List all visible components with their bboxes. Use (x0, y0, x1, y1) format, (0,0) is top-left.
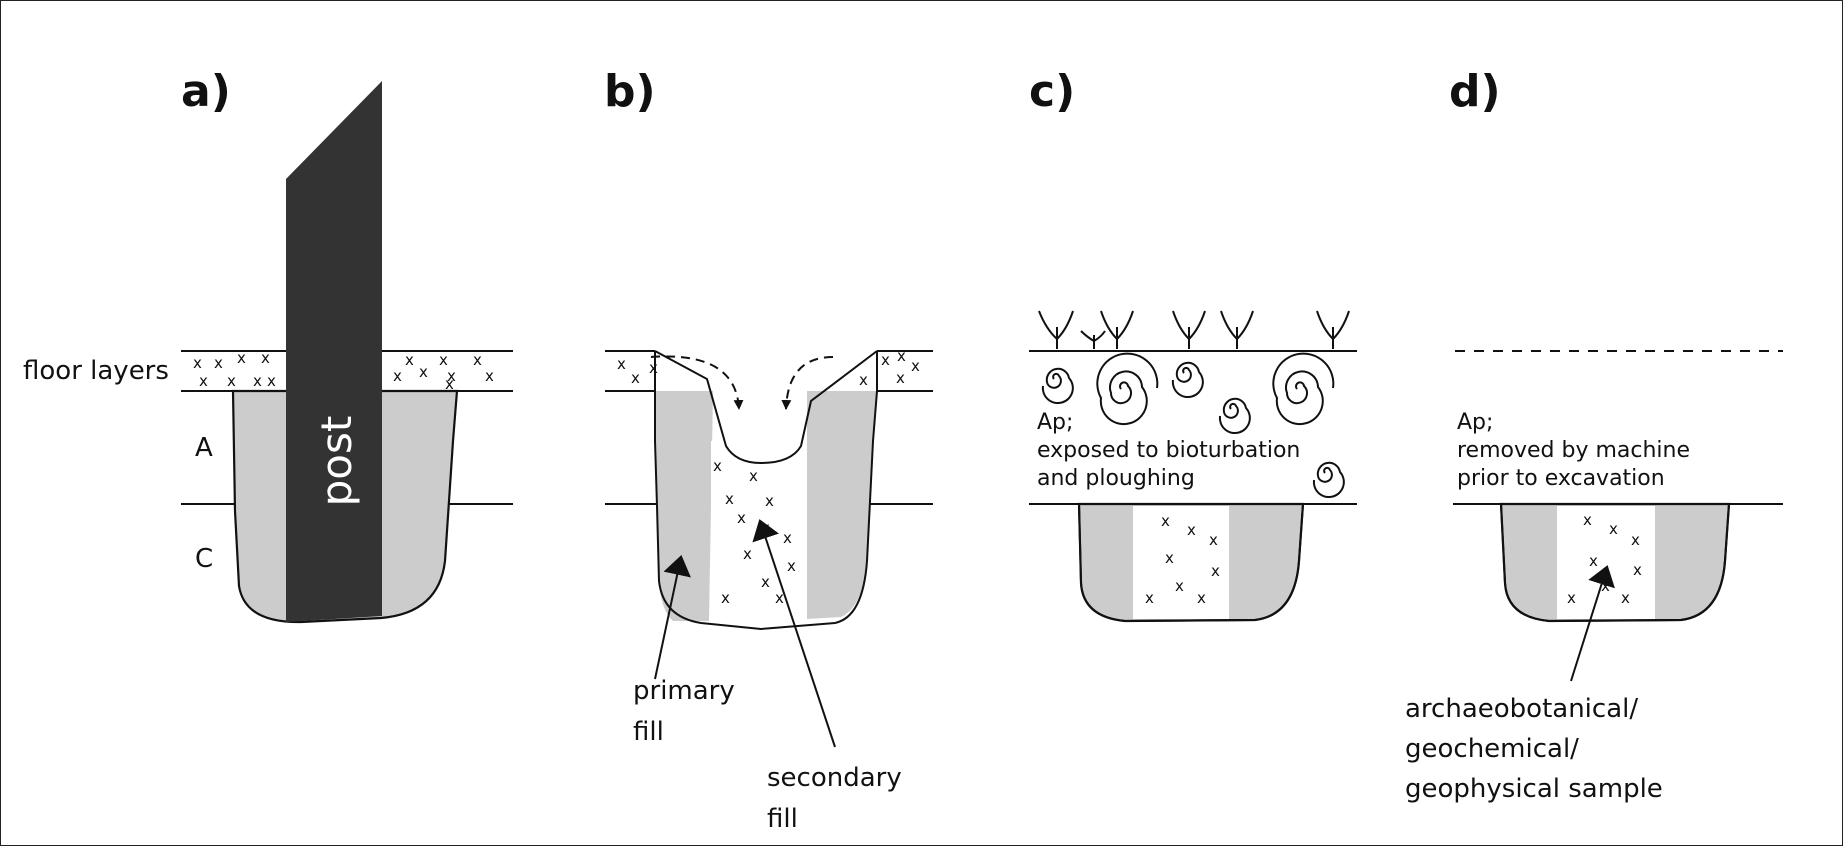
primary-fill-area-right (807, 391, 877, 619)
svg-text:x: x (405, 351, 414, 369)
svg-text:x: x (473, 351, 482, 369)
svg-text:x: x (1165, 549, 1174, 567)
secondary-fill-c (1133, 506, 1229, 619)
surface-x-marks-b: x x x x x x x x (617, 347, 920, 389)
svg-text:x: x (485, 367, 494, 385)
svg-text:x: x (749, 467, 758, 485)
secondary-fill-label-2: fill (767, 804, 798, 834)
svg-text:x: x (1621, 589, 1630, 607)
fill-x-marks-c: x x x x x x x x (1145, 512, 1220, 607)
svg-text:x: x (237, 349, 246, 367)
svg-text:x: x (737, 509, 746, 527)
svg-text:x: x (419, 363, 428, 381)
svg-text:x: x (713, 457, 722, 475)
sample-fill-d (1557, 506, 1655, 619)
sample-label-3: geophysical sample (1405, 774, 1663, 804)
svg-text:x: x (1633, 561, 1642, 579)
svg-text:x: x (1187, 521, 1196, 539)
svg-text:x: x (214, 354, 223, 372)
svg-text:x: x (445, 375, 454, 393)
svg-text:x: x (1583, 511, 1592, 529)
svg-text:x: x (267, 372, 276, 390)
svg-text:x: x (253, 372, 262, 390)
panel-label-d: d) (1449, 66, 1501, 117)
panel-b: b) x x x x x x x x x x x (604, 66, 933, 834)
svg-text:x: x (783, 529, 792, 547)
primary-fill-arrow (654, 555, 691, 680)
svg-text:x: x (725, 490, 734, 508)
posthole-outline-b (654, 350, 878, 465)
svg-text:x: x (743, 545, 752, 563)
post (286, 81, 382, 622)
svg-text:x: x (631, 369, 640, 387)
svg-text:x: x (881, 351, 890, 369)
panel-label-a: a) (181, 66, 231, 117)
svg-text:x: x (787, 557, 796, 575)
slump-arrow-left (650, 355, 744, 410)
svg-text:x: x (1609, 520, 1618, 538)
svg-text:x: x (447, 367, 456, 385)
sample-arrow (1570, 565, 1615, 682)
primary-fill-label-2: fill (633, 717, 664, 747)
sample-label-1: archaeobotanical/ (1405, 694, 1638, 724)
svg-text:x: x (617, 355, 626, 373)
svg-text:x: x (721, 589, 730, 607)
ap-desc-c-1: exposed to bioturbation (1037, 438, 1300, 463)
svg-text:x: x (896, 369, 905, 387)
ap-desc-c-2: and ploughing (1037, 466, 1195, 491)
svg-text:x: x (1211, 562, 1220, 580)
ap-label-c: Ap; (1037, 410, 1073, 435)
svg-text:x: x (761, 573, 770, 591)
svg-text:x: x (261, 349, 270, 367)
floor-x-marks: x x x x x x x x x x x x x x x x (193, 349, 494, 393)
svg-text:x: x (1197, 589, 1206, 607)
plant-icons (1038, 310, 1350, 349)
panel-a: a) post x x x x x x x x x x x x x x x (23, 66, 513, 624)
svg-text:x: x (1631, 531, 1640, 549)
panel-c: c) Ap; exposed to bioturbation and ploug… (1029, 66, 1357, 623)
svg-text:x: x (439, 351, 448, 369)
horizon-a-label: A (195, 433, 213, 463)
svg-text:x: x (199, 372, 208, 390)
slump-arrow-right (781, 356, 834, 410)
svg-text:x: x (1175, 577, 1184, 595)
svg-text:x: x (649, 359, 658, 377)
svg-text:x: x (775, 589, 784, 607)
primary-fill-label-1: primary (633, 676, 735, 706)
spiral-icons (1041, 352, 1345, 499)
svg-text:x: x (1161, 512, 1170, 530)
panel-label-b: b) (604, 66, 656, 117)
svg-text:x: x (1209, 531, 1218, 549)
panel-d: d) Ap; removed by machine prior to excav… (1405, 66, 1783, 804)
svg-text:x: x (227, 372, 236, 390)
svg-text:x: x (859, 371, 868, 389)
primary-fill-area (655, 391, 713, 621)
horizon-c-label: C (195, 544, 213, 574)
svg-text:x: x (897, 347, 906, 365)
panel-label-c: c) (1029, 66, 1075, 117)
floor-layers-label: floor layers (23, 356, 169, 386)
secondary-fill-label-1: secondary (767, 763, 902, 793)
svg-text:x: x (393, 367, 402, 385)
sample-label-2: geochemical/ (1405, 734, 1579, 764)
secondary-fill-arrow (752, 519, 836, 748)
post-label: post (312, 416, 361, 507)
svg-text:x: x (193, 354, 202, 372)
ap-label-d: Ap; (1457, 410, 1493, 435)
svg-text:x: x (1145, 589, 1154, 607)
svg-text:x: x (911, 357, 920, 375)
ap-desc-d-2: prior to excavation (1457, 466, 1665, 491)
svg-text:x: x (1589, 552, 1598, 570)
ap-desc-d-1: removed by machine (1457, 438, 1690, 463)
svg-text:x: x (1567, 589, 1576, 607)
svg-text:x: x (765, 492, 774, 510)
